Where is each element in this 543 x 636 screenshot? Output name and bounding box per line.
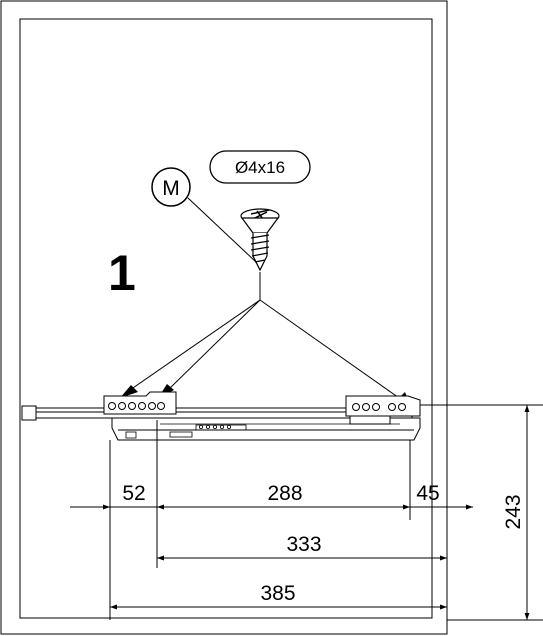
screw-spec-label: Ø4x16 <box>209 150 311 184</box>
step-number: 1 <box>108 245 136 301</box>
screw-badge-letter: M <box>162 177 180 200</box>
dim-label-overall-width: 385 <box>260 582 295 605</box>
runner-carriage <box>111 417 421 441</box>
rear-bracket <box>345 395 421 417</box>
dim-label-rail-length: 288 <box>267 482 302 505</box>
cabinet-outer-frame <box>0 0 448 635</box>
dim-label-left-offset: 52 <box>122 482 145 505</box>
cabinet-outline <box>0 0 448 635</box>
countersunk-screw-icon <box>240 208 280 272</box>
screw-badge: M <box>151 167 191 207</box>
dim-label-height: 243 <box>502 494 525 529</box>
dim-label-mid-length: 333 <box>286 533 321 556</box>
badge-leader-line <box>187 197 257 263</box>
drawer-runner <box>21 391 421 441</box>
screw-spec-text: Ø4x16 <box>235 158 285 177</box>
dimension-lines <box>70 405 530 620</box>
cabinet-inner-frame <box>19 18 433 619</box>
dim-label-right-offset: 45 <box>416 482 439 505</box>
screw-target-lines <box>129 272 403 401</box>
